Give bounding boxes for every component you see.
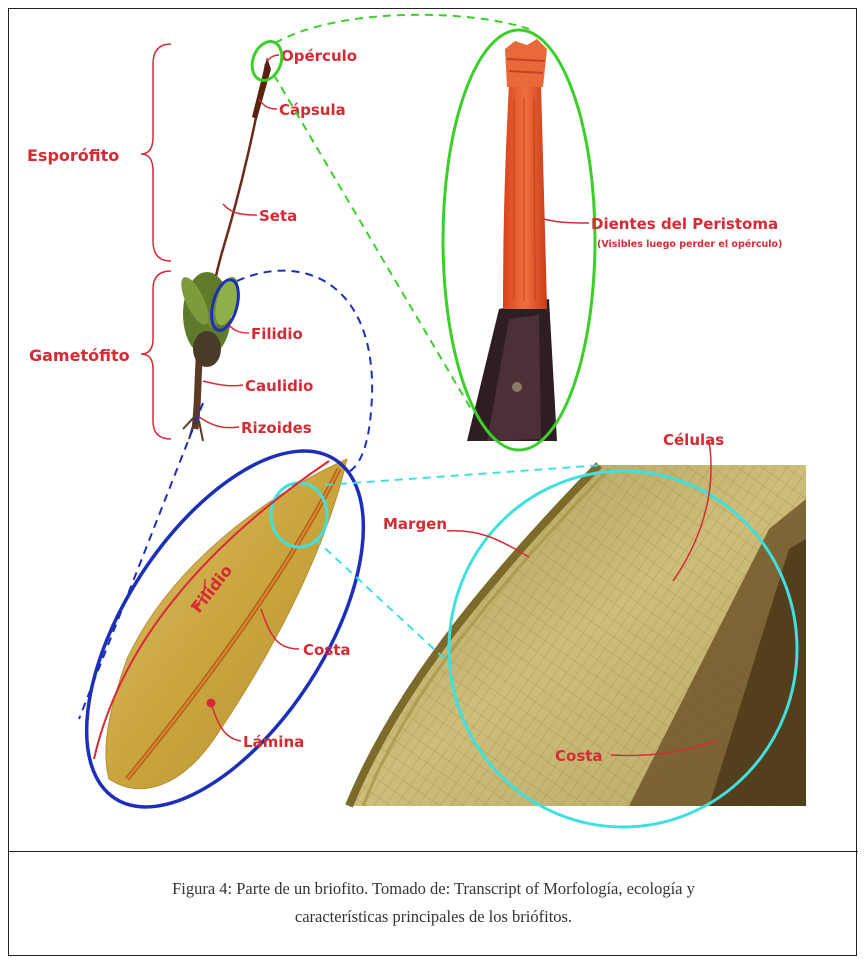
label-rhizoids: Rizoides [241,419,312,437]
label-cells: Células [663,431,724,449]
figure-caption: Figura 4: Parte de un briofito. Tomado d… [49,875,818,931]
label-lamina: Lámina [243,733,304,751]
label-peristome-teeth: Dientes del Peristoma [591,215,778,233]
label-phyllid: Filidio [251,325,303,343]
caption-divider [9,851,858,852]
group-label-gametophyte: Gametófito [29,346,130,365]
leaf-photo [106,459,347,789]
peristome-photo [459,39,599,441]
caption-line-1: Figura 4: Parte de un briofito. Tomado d… [49,875,818,903]
label-operculum: Opérculo [281,47,357,65]
label-peristome-note: (Visibles luego perder el opérculo) [597,239,782,250]
label-costa-leaf: Costa [303,641,351,659]
label-capsule: Cápsula [279,101,346,119]
capsule-shape [252,57,271,119]
sporophyte-brace [141,44,171,261]
group-label-sporophyte: Esporófito [27,146,119,165]
caption-line-2: características principales de los brióf… [49,903,818,931]
gametophyte-brace [141,271,171,439]
plant-leaders [199,55,279,428]
label-costa-micro: Costa [555,747,603,765]
label-caulid: Caulidio [245,377,313,395]
label-margin: Margen [383,515,447,533]
figure-frame: Esporófito Gametófito Opérculo Cápsula S… [8,8,857,956]
bryophyte-diagram: Esporófito Gametófito Opérculo Cápsula S… [9,9,858,849]
label-seta: Seta [259,207,297,225]
